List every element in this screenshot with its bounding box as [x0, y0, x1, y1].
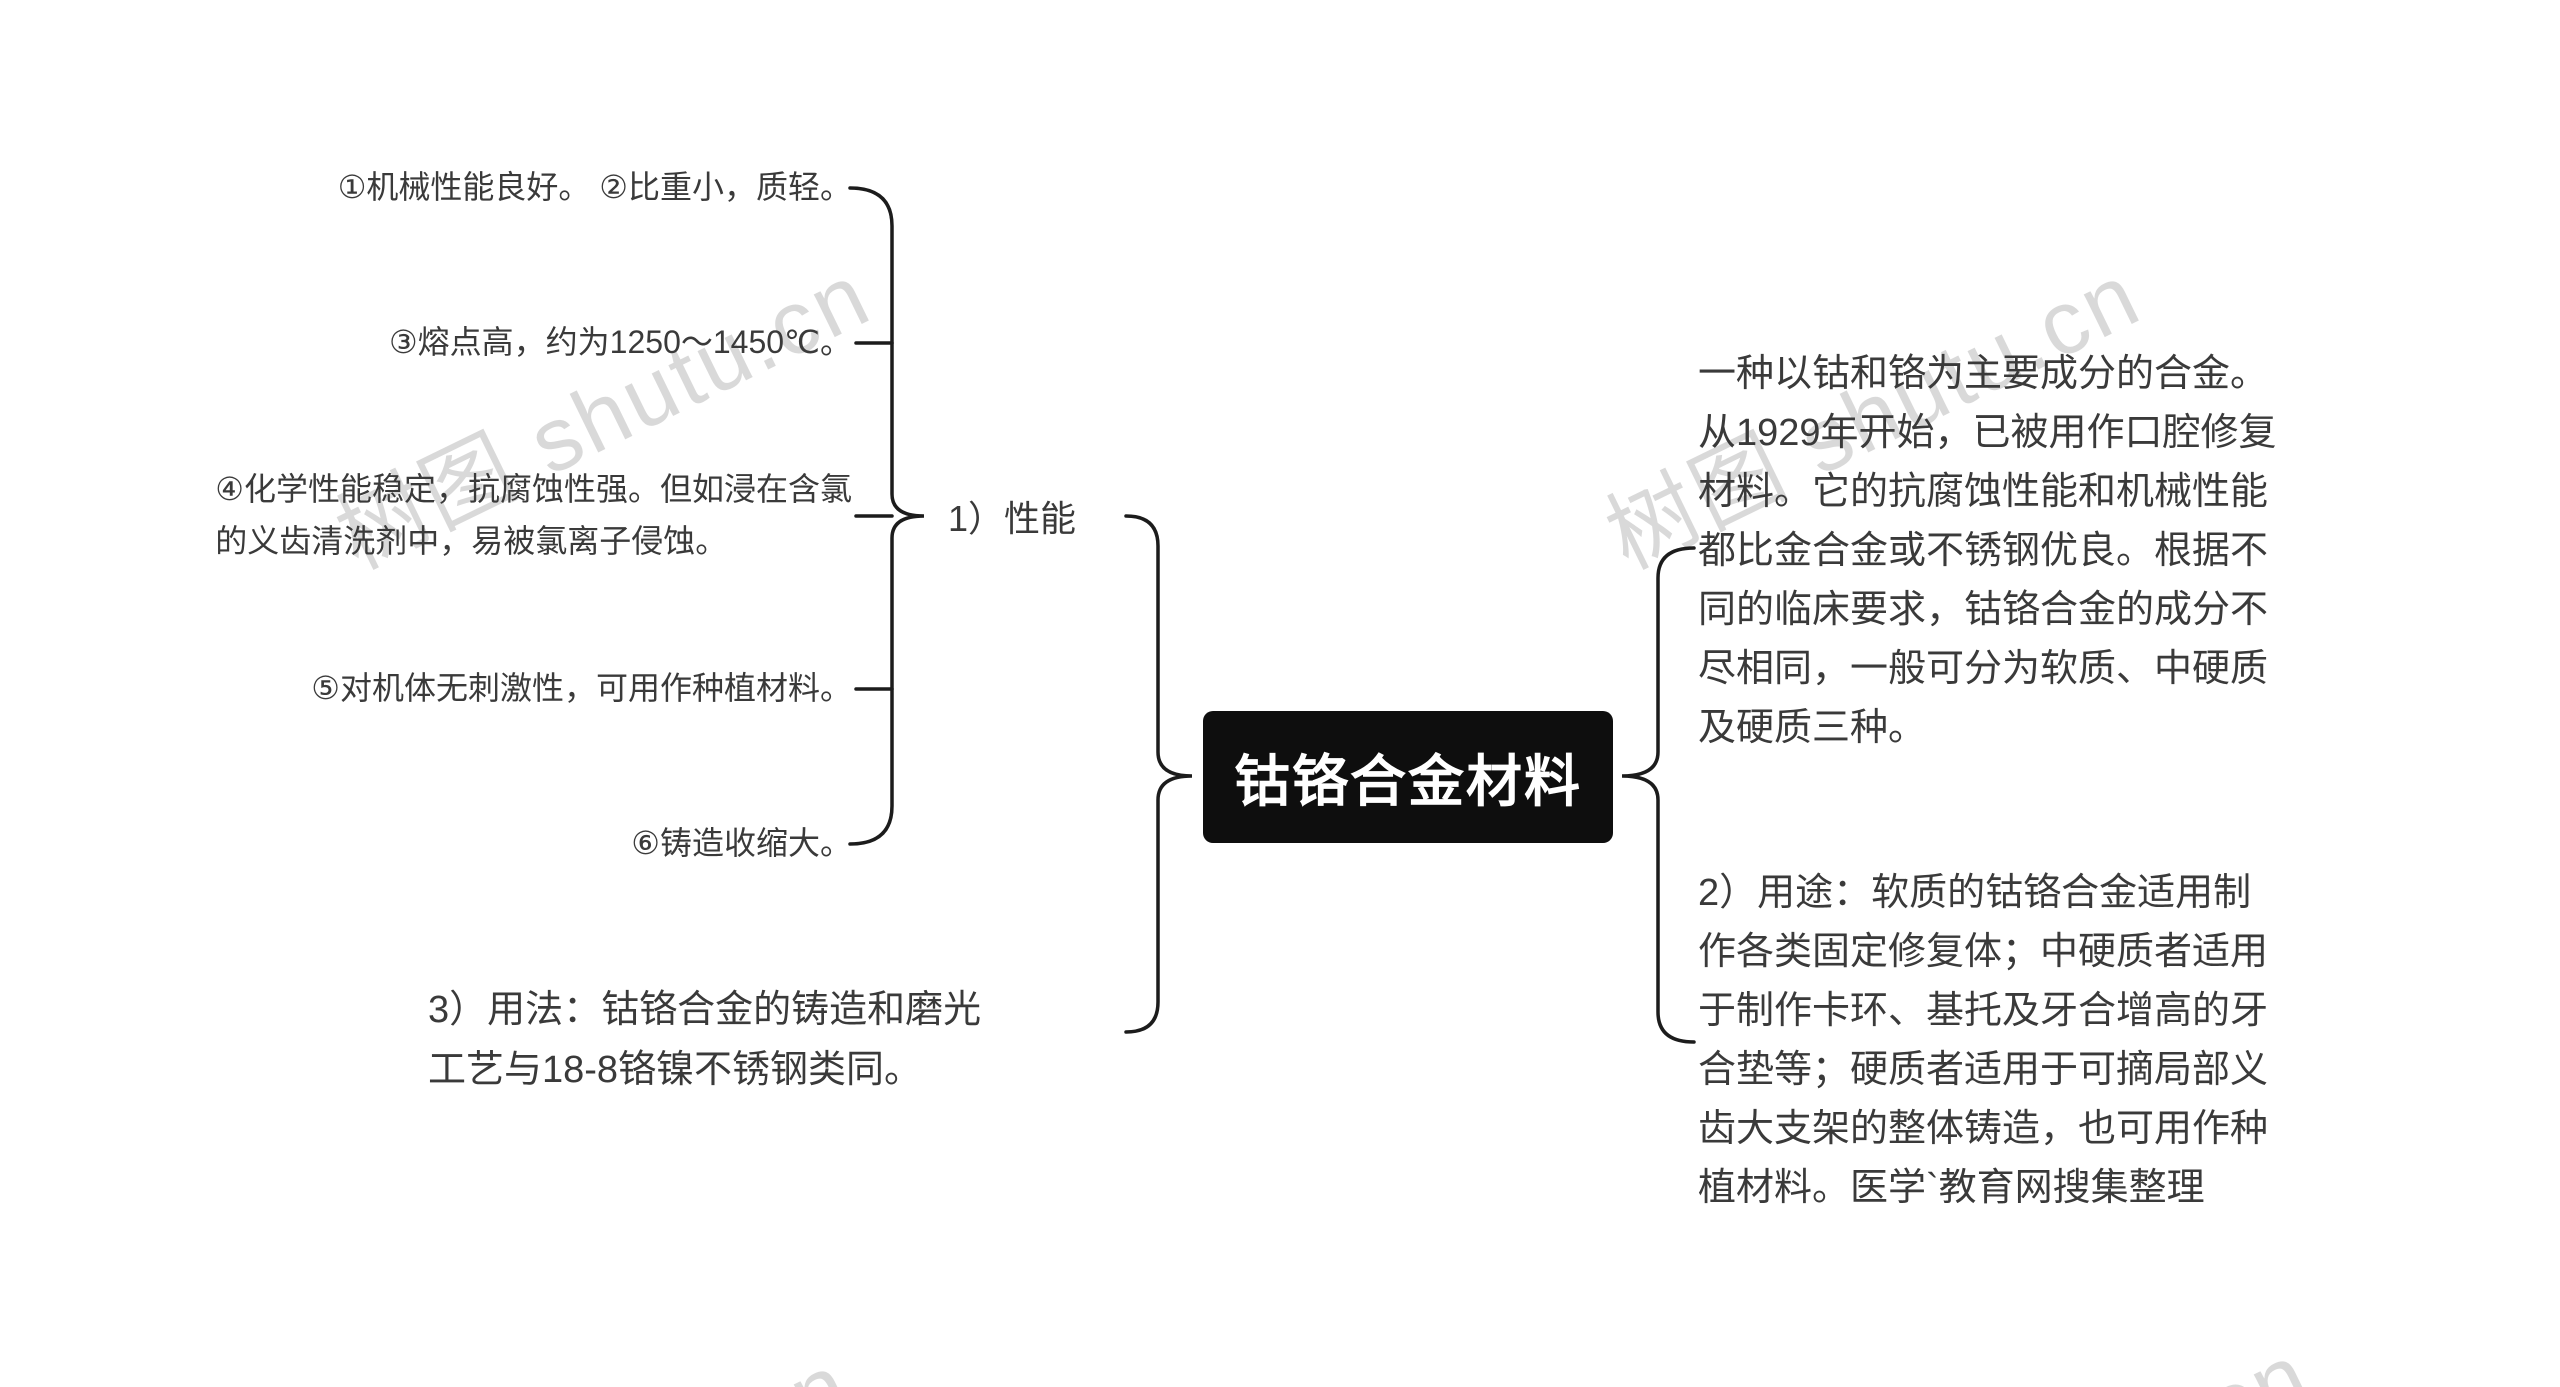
performance-items-brace [848, 186, 925, 846]
center-left-brace [1124, 514, 1193, 1034]
center-right-brace [1621, 546, 1696, 1044]
uses-node: 2）用途：软质的钴铬合金适用制 作各类固定修复体；中硬质者适用 于制作卡环、基托… [1698, 872, 2269, 1209]
central-topic-node: 钴铬合金材料 [1203, 711, 1613, 843]
performance-item-1: ①机械性能良好。 ②比重小，质轻。 [337, 169, 852, 206]
usage-node: 3）用法：钴铬合金的铸造和磨光 工艺与18-8铬镍不锈钢类同。 [428, 989, 982, 1091]
performance-item-2: ③熔点高，约为1250～1450℃。 [388, 324, 852, 361]
description-node: 一种以钴和铬为主要成分的合金。 从1929年开始，已被用作口腔修复 材料。它的抗… [1698, 353, 2277, 749]
performance-branch-label: 1）性能 [948, 498, 1077, 539]
performance-item-4: ⑤对机体无刺激性，可用作种植材料。 [311, 670, 852, 707]
performance-item-5: ⑥铸造收缩大。 [631, 825, 852, 862]
performance-item-3: ④化学性能稳定，抗腐蚀性强。但如浸在含氯 的义齿清洗剂中，易被氯离子侵蚀。 [215, 471, 852, 559]
